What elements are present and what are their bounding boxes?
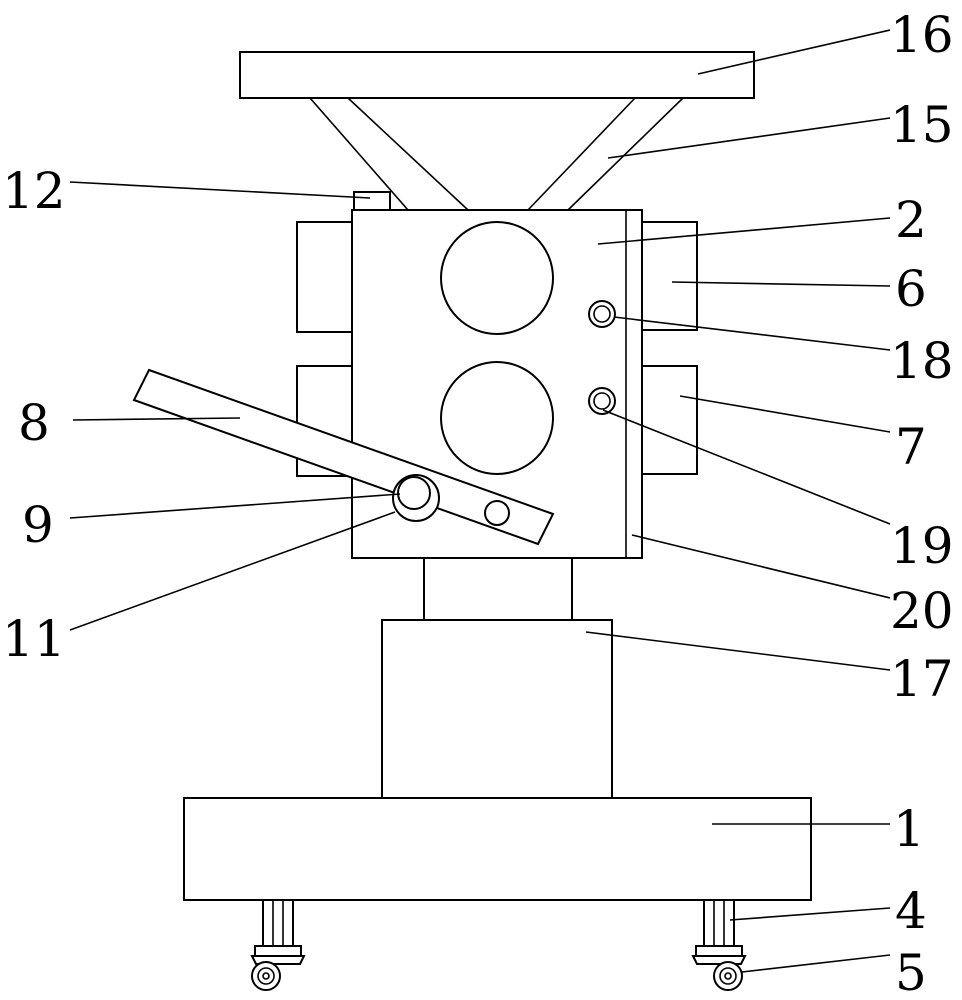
lower-disc	[440, 361, 554, 475]
right-caster	[691, 955, 747, 991]
label-15: 15	[890, 96, 954, 154]
label-9: 9	[22, 496, 54, 554]
label-7: 7	[895, 418, 927, 476]
pivot-shaft	[397, 476, 431, 510]
label-20: 20	[890, 582, 954, 640]
left-upper-block	[296, 221, 353, 333]
base	[183, 797, 812, 901]
right-leg	[695, 899, 743, 957]
label-4: 4	[895, 882, 927, 940]
label-19: 19	[890, 517, 954, 575]
left-leg	[254, 899, 302, 957]
label-2: 2	[895, 191, 927, 249]
column	[423, 557, 573, 621]
arm	[132, 368, 555, 546]
arm-hole	[484, 500, 510, 526]
label-11: 11	[2, 610, 66, 668]
label-16: 16	[890, 6, 954, 64]
support-struts	[309, 97, 684, 211]
label-12: 12	[2, 162, 66, 220]
right-lower-block	[641, 365, 698, 475]
label-17: 17	[890, 650, 954, 708]
lift-body	[381, 619, 613, 799]
top-plate	[239, 51, 755, 99]
label-6: 6	[895, 260, 927, 318]
knob-lower	[588, 387, 616, 415]
knob-upper	[588, 300, 616, 328]
label-18: 18	[890, 332, 954, 390]
upper-disc	[440, 221, 554, 335]
label-5: 5	[895, 944, 927, 1000]
leader-lines	[69, 29, 891, 973]
label-1: 1	[893, 800, 925, 858]
label-8: 8	[18, 394, 50, 452]
left-caster	[250, 955, 306, 991]
top-switch	[353, 191, 391, 211]
